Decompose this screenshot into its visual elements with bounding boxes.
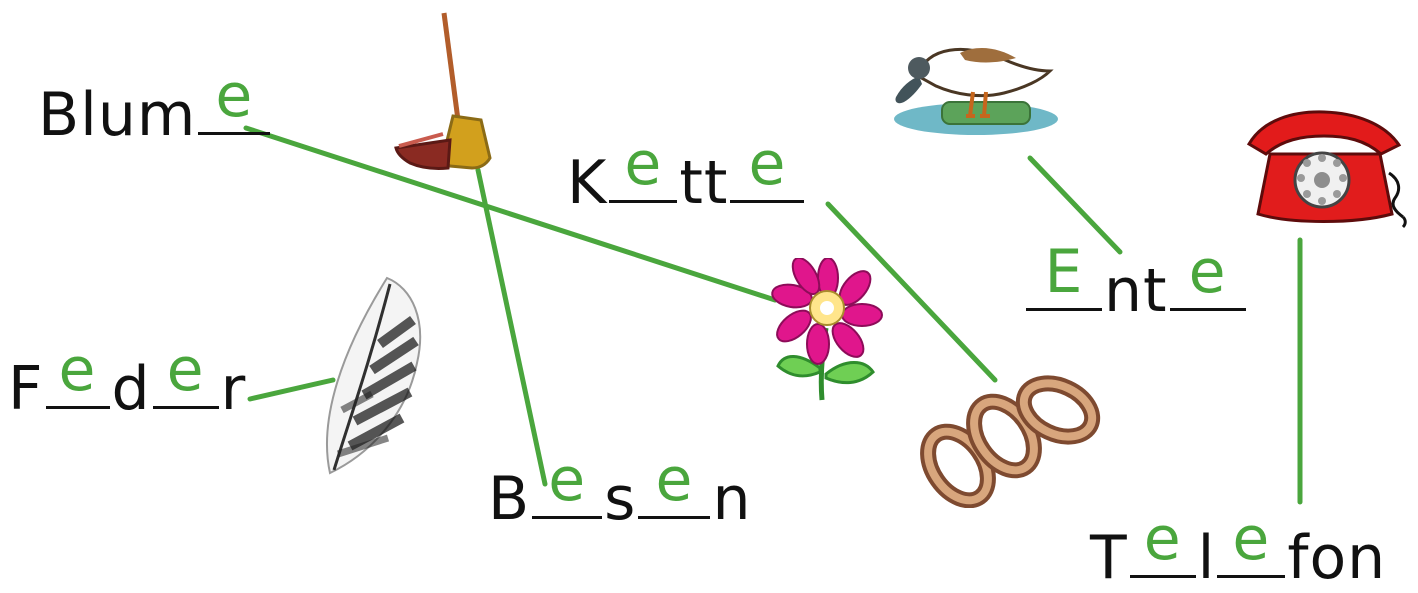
- connector-besen-broom: [475, 167, 548, 487]
- kette-part-1: K: [567, 148, 608, 218]
- word-feder: F e d e r: [8, 340, 247, 424]
- telefon-part-2: l: [1197, 523, 1216, 593]
- besen-fill-1: e: [548, 445, 587, 515]
- connector-blume-flower: [243, 125, 778, 303]
- ente-fill-1: E: [1044, 237, 1084, 307]
- flower-icon: [771, 258, 883, 401]
- besen-part-2: s: [604, 464, 637, 534]
- besen-fill-2: e: [655, 445, 694, 515]
- ente-blank-1[interactable]: E: [1026, 242, 1102, 311]
- connector-feder-feather: [247, 377, 336, 402]
- connector-ente-duck: [1027, 155, 1123, 255]
- ente-blank-2[interactable]: e: [1169, 242, 1246, 311]
- kette-part-2: tt: [679, 148, 729, 218]
- feder-part-3: r: [220, 354, 247, 424]
- word-besen: B e s e n: [488, 450, 752, 534]
- ente-part-1: nt: [1104, 256, 1168, 326]
- telefon-fill-2: e: [1232, 504, 1271, 574]
- kette-blank-2[interactable]: e: [730, 134, 805, 203]
- kette-fill-1: e: [624, 129, 663, 199]
- chain-icon: [920, 375, 1101, 508]
- feder-blank-2[interactable]: e: [152, 340, 219, 409]
- feder-fill-2: e: [166, 335, 205, 405]
- word-telefon: T e l e fon: [1090, 509, 1387, 593]
- word-blume: Blum e: [38, 66, 272, 150]
- telefon-blank-2[interactable]: e: [1217, 509, 1286, 578]
- kette-fill-2: e: [748, 129, 787, 199]
- blume-part-1: Blum: [38, 80, 197, 150]
- feder-part-2: d: [111, 354, 151, 424]
- worksheet-canvas: Blum e F e d e r B e s e n K e tt e E nt…: [8, 12, 1407, 588]
- telefon-part-1: T: [1090, 523, 1128, 593]
- telefon-fill-1: e: [1143, 504, 1182, 574]
- besen-part-1: B: [488, 464, 531, 534]
- blume-blank-1[interactable]: e: [198, 66, 271, 135]
- word-ente: E nt e: [1024, 242, 1248, 326]
- kette-blank-1[interactable]: e: [609, 134, 678, 203]
- connector-lines: [243, 125, 1303, 505]
- word-kette: K e tt e: [567, 134, 806, 218]
- feder-fill-1: e: [58, 335, 97, 405]
- telephone-icon: [1246, 110, 1407, 229]
- connector-kette-chain: [825, 201, 998, 383]
- telefon-part-3: fon: [1287, 523, 1387, 593]
- feder-part-1: F: [8, 354, 44, 424]
- feder-blank-1[interactable]: e: [45, 340, 110, 409]
- broom-icon: [394, 12, 492, 170]
- besen-blank-2[interactable]: e: [638, 450, 711, 519]
- besen-part-3: n: [712, 464, 752, 534]
- telefon-blank-1[interactable]: e: [1129, 509, 1196, 578]
- ente-fill-2: e: [1188, 237, 1227, 307]
- feather-icon: [326, 276, 422, 475]
- blume-fill-1: e: [215, 61, 254, 131]
- besen-blank-1[interactable]: e: [532, 450, 603, 519]
- duck-icon: [894, 47, 1058, 135]
